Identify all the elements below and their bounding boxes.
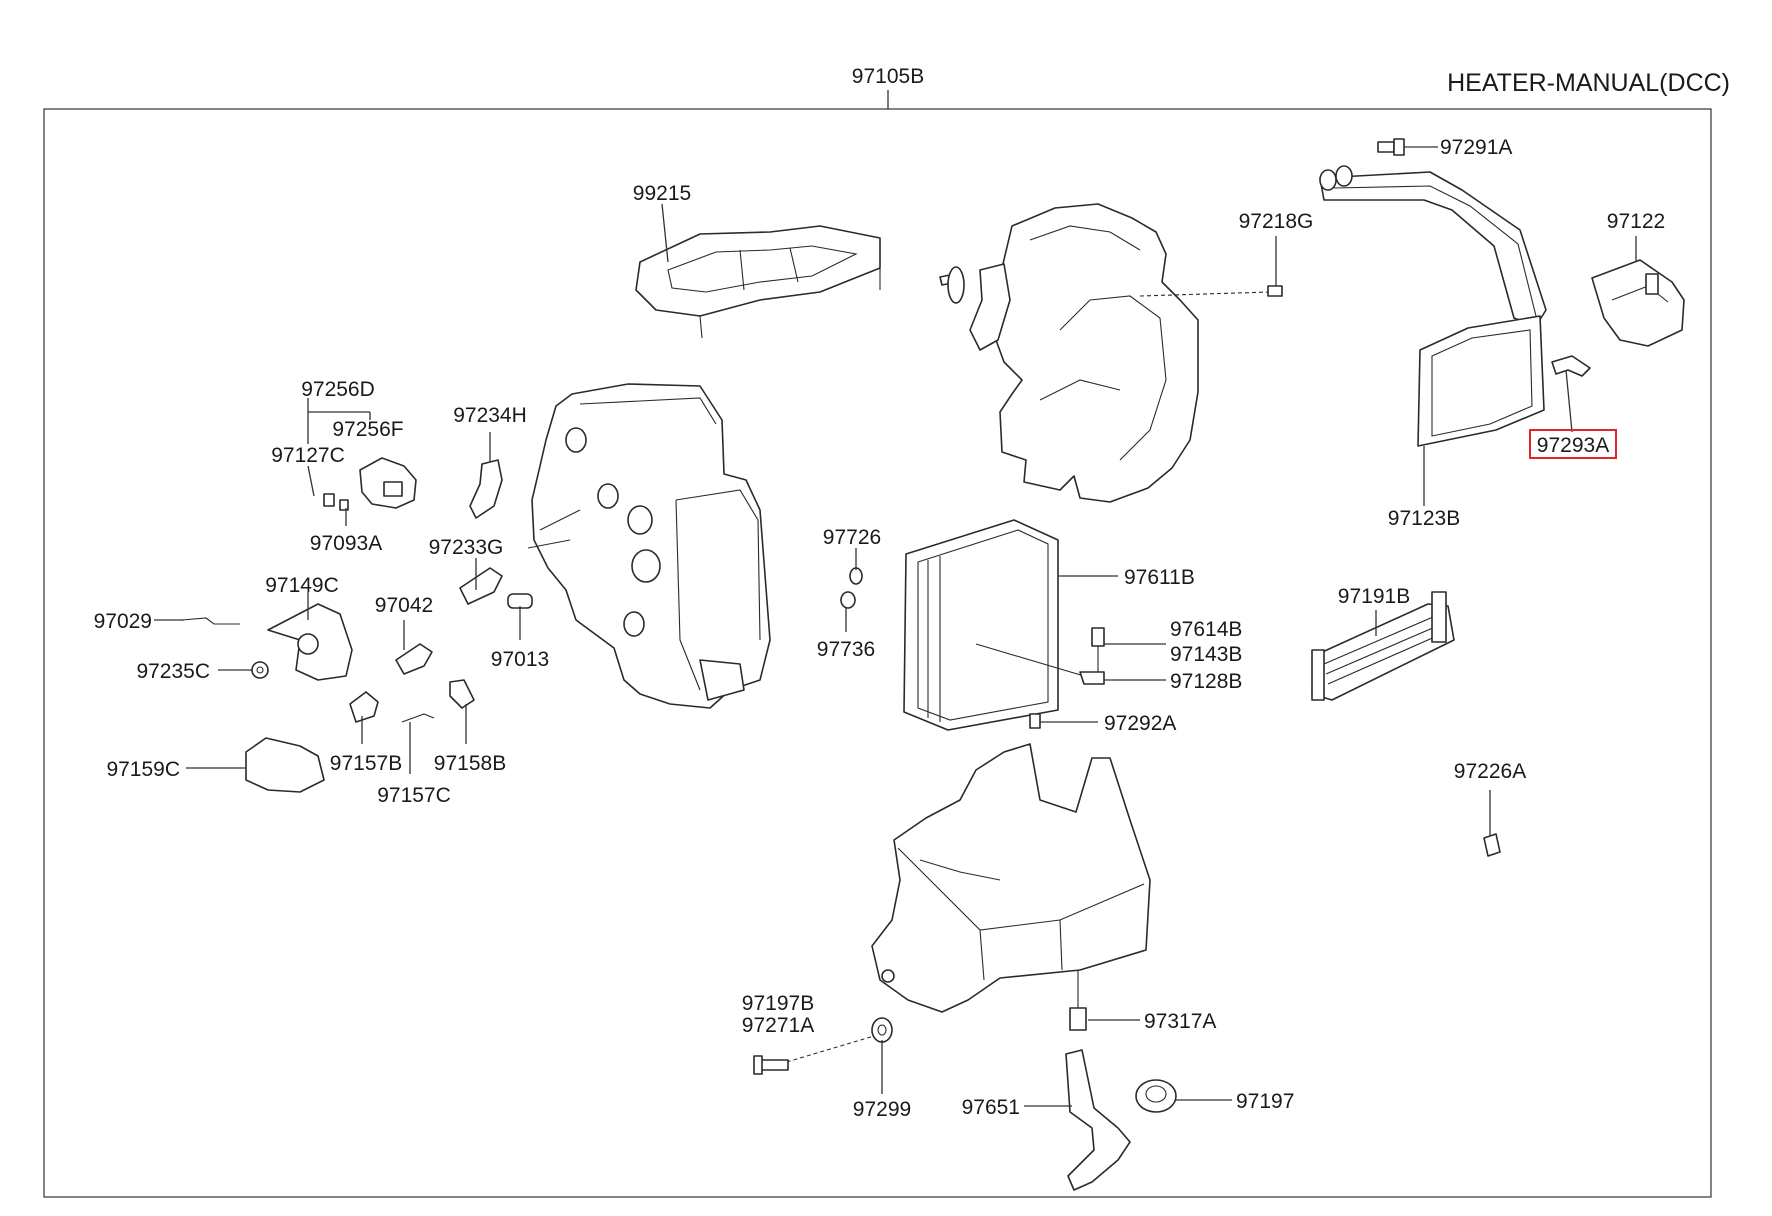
diagram-title: HEATER-MANUAL(DCC)	[1447, 69, 1730, 97]
highlight-box	[1529, 429, 1617, 459]
part-label-97726[interactable]: 97726	[823, 526, 881, 549]
part-label-97197[interactable]: 97197	[1236, 1090, 1294, 1113]
part-label-97122[interactable]: 97122	[1607, 210, 1665, 233]
part-99215-tray[interactable]	[635, 225, 881, 339]
part-label-97226A[interactable]: 97226A	[1454, 760, 1526, 783]
part-label-97143B[interactable]: 97143B	[1170, 643, 1242, 666]
part-97157C-pin[interactable]	[401, 713, 435, 723]
part-97726-oring[interactable]	[849, 567, 863, 585]
part-knob[interactable]	[939, 266, 965, 304]
part-97614B-sensor[interactable]	[1079, 627, 1105, 685]
part-label-97158B[interactable]: 97158B	[434, 752, 506, 775]
part-97157B-clip[interactable]	[349, 691, 379, 723]
part-label-97291A[interactable]: 97291A	[1440, 136, 1512, 159]
part-label-97235C[interactable]: 97235C	[136, 660, 210, 683]
part-97042-knob[interactable]	[395, 643, 433, 675]
part-label-97651[interactable]: 97651	[962, 1096, 1020, 1119]
part-lower-case[interactable]	[871, 743, 1151, 1013]
part-label-97197B[interactable]: 97197B	[742, 992, 814, 1015]
part-97291A-screw[interactable]	[1377, 138, 1405, 156]
part-label-97105B[interactable]: 97105B	[852, 65, 924, 88]
part-label-97292A[interactable]: 97292A	[1104, 712, 1176, 735]
part-label-97736[interactable]: 97736	[817, 638, 875, 661]
part-upper-case[interactable]	[969, 203, 1199, 503]
part-label-97123B[interactable]: 97123B	[1388, 507, 1460, 530]
part-97159C-actuator[interactable]	[245, 737, 325, 793]
part-97233G-link[interactable]	[459, 567, 503, 605]
part-label-97233G[interactable]: 97233G	[429, 536, 504, 559]
part-label-97299[interactable]: 97299	[853, 1098, 911, 1121]
part-97029-rod[interactable]	[181, 617, 240, 625]
part-97293A-clip[interactable]	[1551, 355, 1591, 377]
part-label-97149C[interactable]: 97149C	[265, 574, 339, 597]
part-97651-hose[interactable]	[1065, 1049, 1131, 1191]
part-97158B-clip[interactable]	[449, 679, 475, 709]
assembly-frame	[43, 108, 1712, 1198]
part-97197B-screw[interactable]	[753, 1035, 875, 1075]
part-97256F-actuator[interactable]	[359, 457, 417, 509]
part-97149C-cam[interactable]	[267, 603, 353, 681]
part-97122-bracket[interactable]	[1591, 259, 1685, 347]
part-label-97256D[interactable]: 97256D	[301, 378, 375, 401]
part-97226A-clip[interactable]	[1483, 833, 1501, 857]
part-97299-washer[interactable]	[871, 1017, 893, 1043]
part-97235C-washer[interactable]	[251, 661, 269, 679]
part-label-97157C[interactable]: 97157C	[377, 784, 451, 807]
part-label-97614B[interactable]: 97614B	[1170, 618, 1242, 641]
part-label-97271A[interactable]: 97271A	[742, 1014, 814, 1037]
part-label-97157B[interactable]: 97157B	[330, 752, 402, 775]
part-97317A-clamp[interactable]	[1069, 970, 1087, 1031]
part-97736-oring[interactable]	[840, 591, 856, 609]
part-label-97013[interactable]: 97013	[491, 648, 549, 671]
part-label-97159C[interactable]: 97159C	[106, 758, 180, 781]
part-label-97611B[interactable]: 97611B	[1124, 566, 1195, 589]
part-label-97127C[interactable]: 97127C	[271, 444, 345, 467]
part-97191B-heater[interactable]	[1311, 591, 1455, 701]
part-label-99215[interactable]: 99215	[633, 182, 691, 205]
part-97197-grommet[interactable]	[1135, 1079, 1177, 1113]
part-97611B-evaporator[interactable]	[903, 519, 1085, 731]
part-label-97191B[interactable]: 97191B	[1338, 585, 1410, 608]
part-label-97128B[interactable]: 97128B	[1170, 670, 1242, 693]
part-label-97093A[interactable]: 97093A	[310, 532, 382, 555]
part-main-case[interactable]	[527, 383, 771, 709]
part-97218G-screw[interactable]	[1139, 285, 1283, 297]
part-label-97234H[interactable]: 97234H	[453, 404, 527, 427]
part-97234H-lever[interactable]	[469, 459, 503, 519]
part-label-97256F[interactable]: 97256F	[332, 418, 403, 441]
part-label-97317A[interactable]: 97317A	[1144, 1010, 1216, 1033]
part-label-97293A[interactable]: 97293A	[1537, 434, 1609, 457]
part-97292A-clip[interactable]	[1029, 713, 1041, 729]
part-97127C-pin[interactable]	[323, 493, 349, 511]
part-97123B-heater-core[interactable]	[1319, 165, 1547, 447]
part-labels: 99215 97218G 97291A 97122 97293A 97123B …	[94, 136, 1666, 1121]
part-97013-clip[interactable]	[507, 593, 533, 609]
part-label-97042[interactable]: 97042	[375, 594, 433, 617]
part-label-97029[interactable]: 97029	[94, 610, 152, 633]
part-label-97218G[interactable]: 97218G	[1239, 210, 1314, 233]
leader-lines	[154, 146, 1637, 1107]
